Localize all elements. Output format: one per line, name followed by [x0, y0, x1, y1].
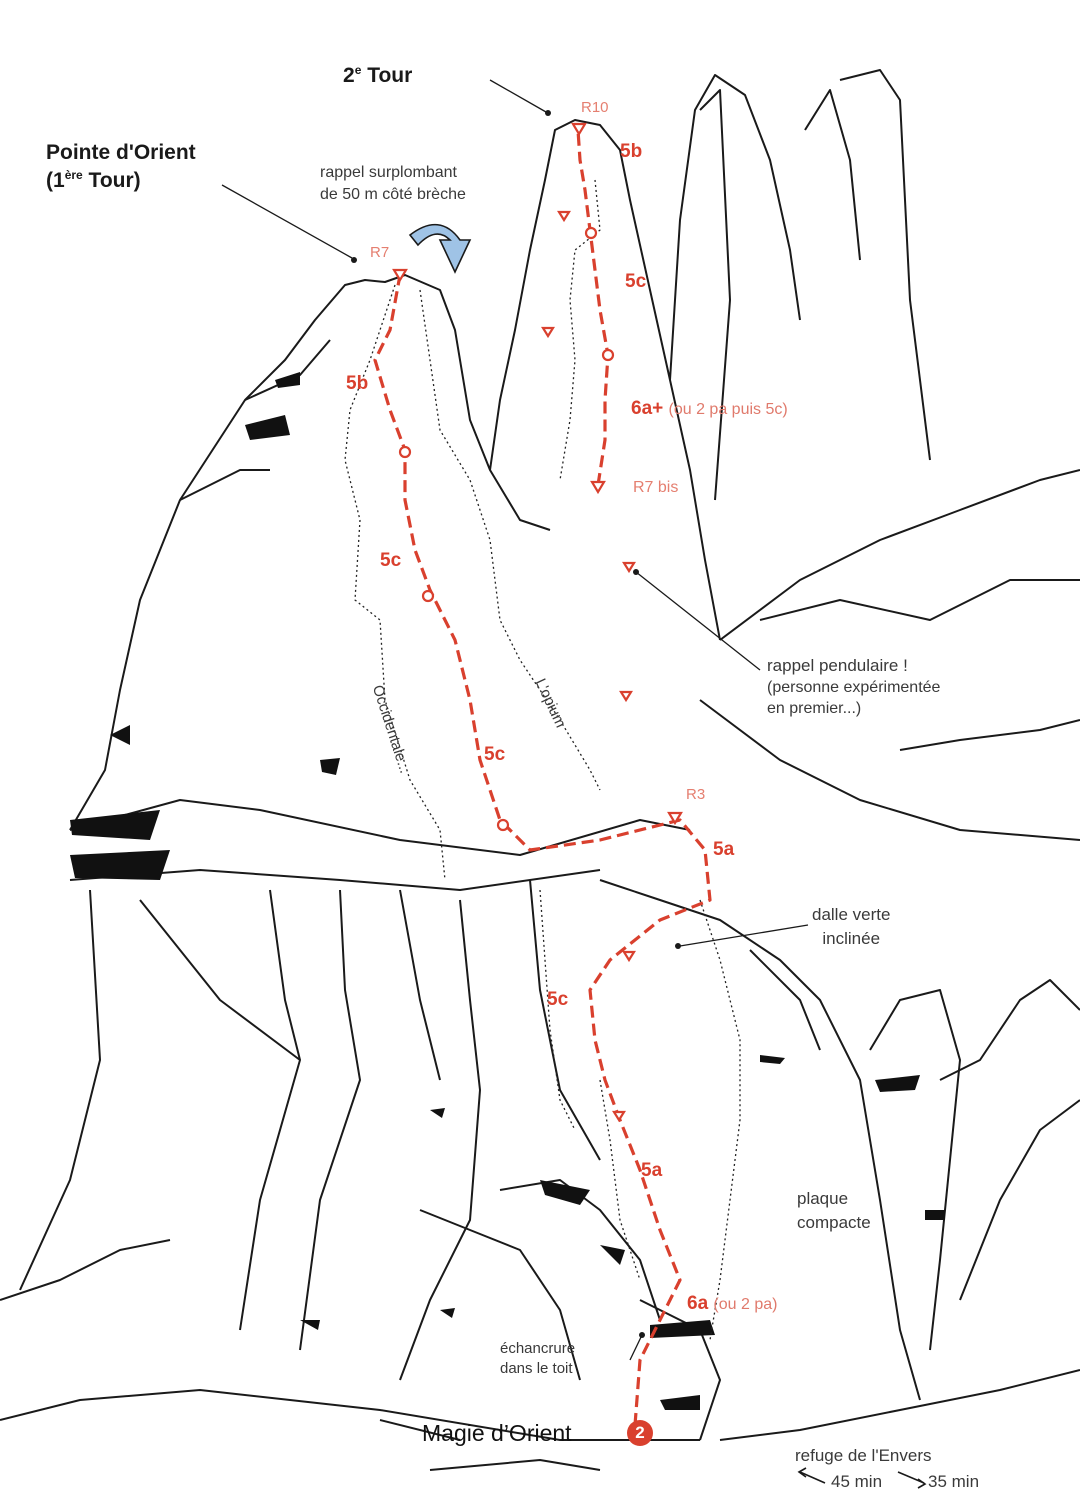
rappel-note-line1: rappel surplombant: [320, 164, 457, 181]
slab-note-line1: dalle verte: [812, 905, 891, 924]
plate-note: plaque compacte: [797, 1189, 871, 1232]
grade-5b-left: 5b: [346, 373, 369, 394]
second-tower-label: Tour: [361, 64, 413, 87]
route-number-badge: 2: [627, 1420, 653, 1446]
belay-r7bis-label: R7 bis: [633, 479, 679, 496]
grade-5b-top: 5b: [620, 141, 643, 162]
leader-dots: [351, 110, 681, 1338]
grade-5a-upper: 5a: [713, 839, 735, 860]
pendulum-note-line1: rappel pendulaire !: [767, 656, 908, 675]
second-tower-number: 2: [343, 64, 355, 87]
second-tower-title: 2e Tour: [343, 63, 413, 88]
rock-outlines: [0, 69, 1080, 1471]
route-name: Magie d’Orient: [422, 1420, 572, 1446]
plate-note-line2: compacte: [797, 1212, 871, 1232]
grade-5c-mid-upper: 5c: [380, 550, 402, 571]
plate-note-line1: plaque: [797, 1189, 849, 1208]
rappel-note-line2: de 50 m côté brèche: [320, 186, 466, 204]
grade-5a-lower: 5a: [641, 1160, 663, 1181]
first-tower-subtitle: (1ère Tour): [46, 168, 196, 193]
slab-note: dalle verte inclinée: [812, 905, 890, 948]
grade-5c-upper: 5c: [625, 271, 647, 292]
refuge-time-left: 45 min: [831, 1472, 883, 1491]
slab-note-line2: inclinée: [822, 928, 881, 948]
rappel-note: rappel surplombant de 50 m côté brèche: [320, 164, 466, 205]
belay-r3-label: R3: [686, 786, 706, 803]
notch-note-line1: échancrure: [500, 1340, 576, 1357]
pendulum-note-line3: en premier...): [767, 699, 862, 717]
refuge-time-right: 35 min: [928, 1472, 980, 1491]
first-tower-title: Pointe d'Orient (1ère Tour): [46, 141, 196, 193]
grade-6a-value: 6a: [687, 1293, 709, 1314]
refuge-arrows: [797, 1467, 927, 1489]
grade-6a-plus-value: 6a+: [631, 398, 664, 419]
pendulum-note: rappel pendulaire ! (personne expériment…: [767, 656, 940, 718]
grade-6a-plus: 6a+ (ou 2 pa puis 5c): [631, 398, 788, 420]
route-magie-dorient: [373, 129, 712, 1426]
grade-6a: 6a (ou 2 pa): [687, 1293, 777, 1315]
pendulum-note-line2: (personne expérimentée: [767, 678, 941, 696]
belay-markers: [392, 122, 683, 1123]
leader-lines: [221, 79, 809, 1361]
first-tower-name: Pointe d'Orient: [46, 141, 196, 164]
notch-note-line2: dans le toit: [500, 1360, 573, 1378]
notch-note: échancrure dans le toit: [500, 1340, 575, 1378]
belay-r10-label: R10: [581, 99, 609, 116]
first-tower-subtitle-rest: Tour): [82, 169, 141, 193]
grade-5c-lower: 5c: [547, 989, 569, 1010]
other-routes-dotted: [344, 179, 741, 1341]
first-tower-subtitle-superscript: ère: [64, 168, 83, 183]
grade-5c-mid-lower: 5c: [484, 744, 506, 765]
rock-shading: [70, 372, 945, 1410]
refuge-label: refuge de l'Envers: [795, 1446, 932, 1465]
second-tower-superscript: e: [354, 63, 362, 77]
first-tower-subtitle-open: (1: [46, 169, 65, 193]
grade-6a-plus-note: (ou 2 pa puis 5c): [668, 401, 788, 418]
belay-r7-label: R7: [370, 244, 390, 261]
grade-6a-note: (ou 2 pa): [713, 1296, 778, 1313]
rappel-arrow-icon: [408, 223, 472, 274]
